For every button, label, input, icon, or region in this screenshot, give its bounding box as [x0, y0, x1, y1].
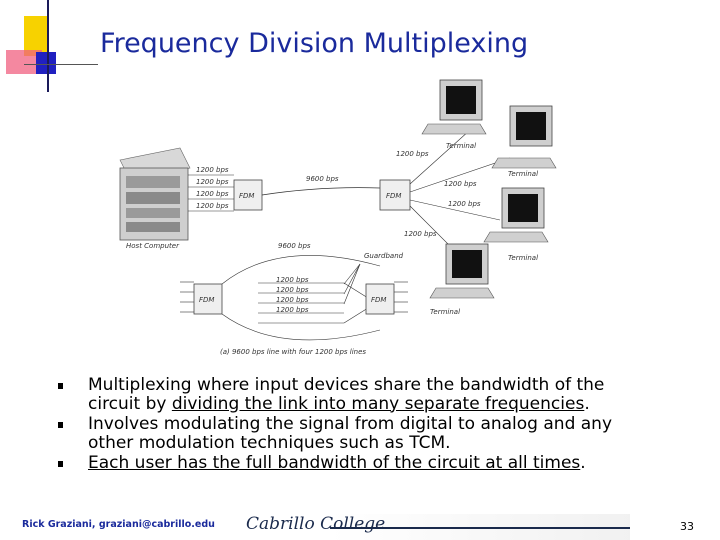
corner-decoration — [0, 0, 100, 100]
bullet-marker-icon — [58, 422, 63, 428]
bullet-text-underlined: dividing the link into many separate fre… — [171, 393, 585, 414]
trunk-line — [261, 187, 381, 196]
fdm-label-bottom-right: FDM — [371, 296, 386, 304]
fdm-label-right: FDM — [386, 192, 401, 200]
host-computer-icon — [119, 147, 191, 241]
fdm-box-bottom-right — [365, 283, 395, 315]
yellow-square — [24, 16, 48, 56]
fdm-diagram: Host Computer 1200 bps 1200 bps 1200 bps… — [110, 78, 580, 363]
footer-divider — [330, 527, 630, 529]
diagram-caption: (a) 9600 bps line with four 1200 bps lin… — [220, 348, 366, 356]
channel-speed-label: 1200 bps — [276, 276, 309, 284]
bullet-marker-icon — [58, 461, 63, 467]
bullet-text-underlined: Each user has the full bandwidth of the … — [88, 453, 581, 473]
terminal-icon — [421, 79, 487, 135]
host-speed-label: 1200 bps — [196, 202, 229, 210]
bullet-item: Each user has the full bandwidth of the … — [58, 454, 658, 473]
terminal-label: Terminal — [508, 254, 538, 262]
terminal-icon — [491, 105, 557, 169]
horizontal-rule — [24, 64, 98, 65]
terminal-speed-label: 1200 bps — [396, 150, 429, 158]
page-title: Frequency Division Multiplexing — [100, 28, 529, 59]
host-speed-label: 1200 bps — [196, 190, 229, 198]
channel-speed-label: 1200 bps — [276, 286, 309, 294]
bullet-text: Involves modulating the signal from digi… — [88, 414, 613, 453]
bullet-list: Multiplexing where input devices share t… — [58, 376, 658, 475]
vertical-rule — [47, 0, 49, 92]
fdm-label-bottom-left: FDM — [199, 296, 214, 304]
terminal-icon — [429, 243, 495, 299]
terminal-speed-label: 1200 bps — [448, 200, 481, 208]
terminal-label: Terminal — [508, 170, 538, 178]
host-lines — [188, 174, 234, 212]
link-speed-label-bottom: 9600 bps — [278, 242, 311, 250]
bottom-line-group — [180, 255, 408, 341]
footer-author: Rick Graziani, graziani@cabrillo.edu — [22, 519, 215, 530]
fdm-box-left — [233, 179, 263, 211]
host-computer-label: Host Computer — [126, 242, 180, 250]
guardband-label: Guardband — [364, 252, 404, 260]
bullet-item: Involves modulating the signal from digi… — [58, 415, 658, 452]
fdm-box-bottom-left — [193, 283, 223, 315]
terminal-label: Terminal — [446, 142, 476, 150]
page-number: 33 — [680, 520, 694, 533]
bullet-text: . — [580, 453, 586, 473]
bullet-text: . — [584, 393, 590, 414]
link-speed-label: 9600 bps — [306, 175, 339, 183]
host-speed-label: 1200 bps — [196, 178, 229, 186]
bullet-marker-icon — [58, 383, 63, 389]
fdm-diagram-svg: Host Computer 1200 bps 1200 bps 1200 bps… — [119, 79, 557, 356]
bullet-item: Multiplexing where input devices share t… — [58, 376, 658, 413]
terminal-icon — [483, 187, 549, 243]
terminal-speed-label: 1200 bps — [404, 230, 437, 238]
fdm-box-right — [379, 179, 411, 211]
fdm-label-left: FDM — [239, 192, 254, 200]
terminal-speed-label: 1200 bps — [444, 180, 477, 188]
terminal-label: Terminal — [430, 308, 460, 316]
bullet-text: Multiplexing where input devices share t… — [88, 375, 605, 414]
channel-speed-label: 1200 bps — [276, 306, 309, 314]
channel-speed-label: 1200 bps — [276, 296, 309, 304]
blue-square — [36, 52, 56, 74]
host-speed-label: 1200 bps — [196, 166, 229, 174]
college-logo: Cabrillo College — [246, 514, 386, 534]
